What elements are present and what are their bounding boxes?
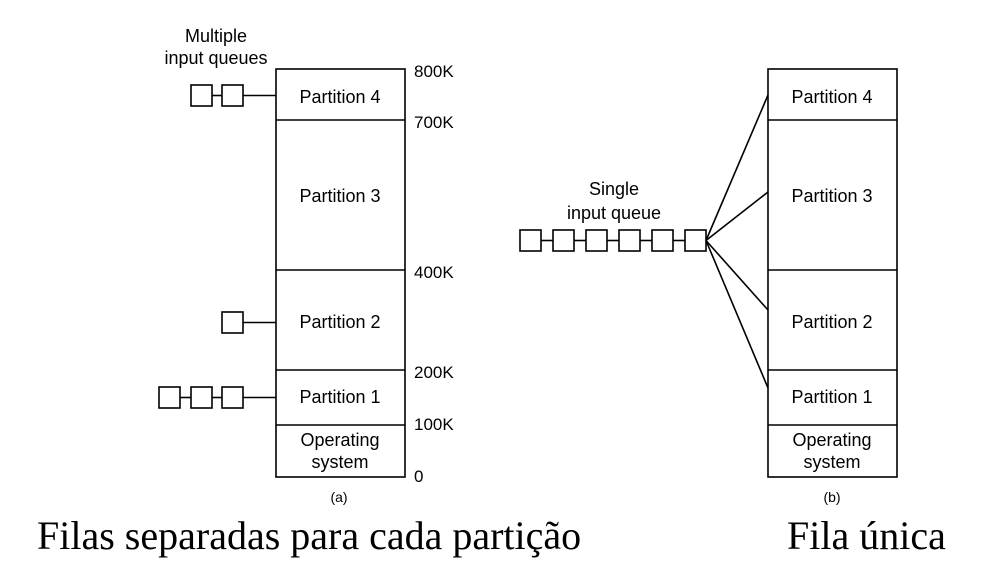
connector-to-partition-2: [705, 239, 769, 311]
queue-slot: [552, 229, 575, 252]
address-700k: 700K: [414, 113, 454, 132]
single-queue-title-line1: Single: [589, 179, 639, 199]
connector-to-partition-4: [705, 94, 769, 241]
queue-partition-1: [158, 386, 276, 409]
partition-1-label-b: Partition 1: [791, 387, 872, 407]
memory-column-a: [275, 68, 406, 478]
queue-slot: [158, 386, 181, 409]
partition-1-label: Partition 1: [299, 387, 380, 407]
caption-b: (b): [823, 489, 840, 505]
queue-slot: [190, 386, 213, 409]
address-400k: 400K: [414, 263, 454, 282]
partition-2-label: Partition 2: [299, 312, 380, 332]
partition-4-label: Partition 4: [299, 87, 380, 107]
address-200k: 200K: [414, 363, 454, 382]
queue-slot: [221, 386, 244, 409]
partition-3-label-b: Partition 3: [791, 186, 872, 206]
single-queue-title-line2: input queue: [567, 203, 661, 223]
queue-slot: [190, 84, 213, 107]
title-a: Filas separadas para cada partição: [37, 513, 581, 558]
queue-slot: [221, 311, 244, 334]
memory-column-b: [767, 68, 898, 478]
os-label-line1-b: Operating: [792, 430, 871, 450]
address-800k: 800K: [414, 62, 454, 81]
os-label-line1: Operating: [300, 430, 379, 450]
os-label-line2-b: system: [803, 452, 860, 472]
os-label-line2: system: [311, 452, 368, 472]
queue-fanout-lines: [705, 94, 769, 389]
queue-slot: [651, 229, 674, 252]
partition-4-label-b: Partition 4: [791, 87, 872, 107]
diagram-b: Single input queue Part: [519, 68, 946, 558]
queue-slot: [221, 84, 244, 107]
address-100k: 100K: [414, 415, 454, 434]
diagram-a: Multiple input queues Partition 4 Partit…: [37, 26, 581, 558]
title-b: Fila única: [787, 513, 946, 558]
queue-slot: [684, 229, 707, 252]
connector-to-partition-1: [705, 240, 769, 389]
queue-slot: [519, 229, 542, 252]
queue-partition-4: [190, 84, 276, 107]
connector-to-partition-3: [705, 191, 769, 242]
queues-title-line2: input queues: [164, 48, 267, 68]
queue-slot: [585, 229, 608, 252]
partition-2-label-b: Partition 2: [791, 312, 872, 332]
queue-slot: [618, 229, 641, 252]
partition-3-label: Partition 3: [299, 186, 380, 206]
caption-a: (a): [330, 489, 347, 505]
address-0: 0: [414, 467, 423, 486]
queues-title-line1: Multiple: [185, 26, 247, 46]
queue-partition-2: [221, 311, 276, 334]
single-input-queue: [519, 229, 707, 252]
